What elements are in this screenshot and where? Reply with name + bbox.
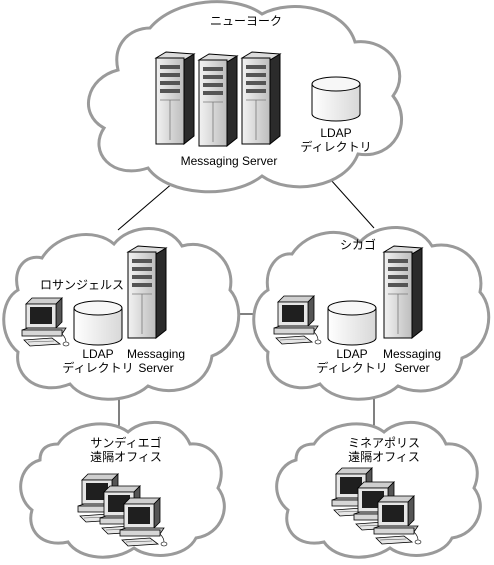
- minneapolis-site-name-line1: ミネアポリス: [347, 436, 421, 450]
- ny-ldap-label-line1: LDAP: [320, 126, 352, 140]
- la-ldap-label-line1: LDAP: [82, 347, 114, 361]
- ny-server-3-icon: [241, 51, 281, 145]
- chicago-server-icon: [383, 245, 423, 339]
- chicago-ldap-label-line2: ディレクトリ: [316, 361, 388, 375]
- chicago-server-label-line1: Messaging: [382, 347, 442, 361]
- sandiego-site-name-line2: 遠隔オフィス: [90, 450, 162, 464]
- chicago-ldap-label-line1: LDAP: [336, 347, 368, 361]
- chicago-site-name: シカゴ: [340, 238, 377, 252]
- minneapolis-site-name-line2: 遠隔オフィス: [348, 450, 420, 464]
- la-server-label-line2: Server: [138, 361, 174, 375]
- chicago-ldap-disk-icon: [327, 300, 377, 346]
- ny-server-label: Messaging Server: [180, 154, 278, 168]
- ny-ldap-label-line2: ディレクトリ: [300, 140, 372, 154]
- la-server-icon: [127, 245, 167, 339]
- ny-site-name: ニューヨーク: [209, 14, 283, 28]
- la-server-label-line1: Messaging: [126, 347, 186, 361]
- la-site-name: ロサンジェルス: [40, 278, 125, 292]
- chicago-server-label-line2: Server: [394, 361, 430, 375]
- ny-ldap-disk-icon: [311, 76, 361, 122]
- la-ldap-disk-icon: [73, 300, 123, 346]
- ny-server-1-icon: [155, 51, 195, 145]
- sandiego-site-name-line1: サンディエゴ: [90, 436, 162, 450]
- la-ldap-label-line2: ディレクトリ: [62, 361, 134, 375]
- ny-server-2-icon: [198, 53, 238, 147]
